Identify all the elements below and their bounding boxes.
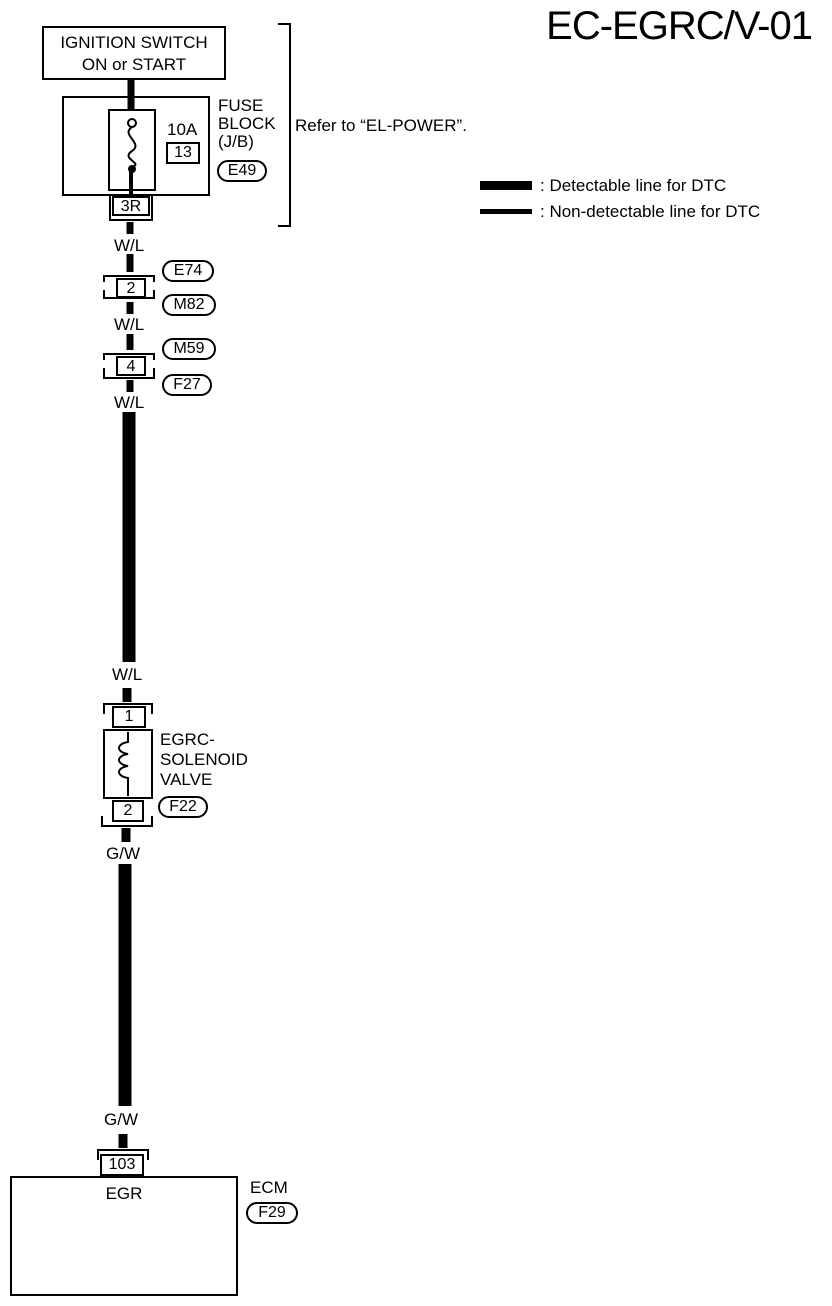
fuse-icon	[127, 126, 137, 168]
power-bracket	[278, 23, 291, 227]
connector-a-top-badge: E74	[162, 260, 214, 282]
solenoid-label-line2: SOLENOID	[160, 750, 248, 769]
fuse-rating: 10A	[167, 120, 198, 139]
connector-b-pin: 4	[116, 356, 146, 376]
fuse-label-line3: (J/B)	[218, 132, 254, 151]
fuse-terminal: 3R	[112, 196, 150, 216]
ecm-terminal-label: EGR	[105, 1184, 143, 1203]
ecm-pin: 103	[100, 1154, 144, 1176]
fuse-label-line1: FUSE	[218, 96, 264, 115]
solenoid-coil-icon	[118, 732, 129, 796]
connector-b-bottom-badge: F27	[162, 374, 212, 396]
ecm-box: EGR	[10, 1176, 238, 1296]
legend-swatch-nondetectable	[480, 209, 532, 214]
legend-detectable-text: : Detectable line for DTC	[540, 176, 727, 195]
wire-color-label: W/L	[114, 393, 145, 412]
connector-a-pin: 2	[116, 278, 146, 298]
ecm-connector-badge: F29	[246, 1202, 298, 1224]
wire-color-label: W/L	[112, 665, 143, 684]
wire-color-label: W/L	[114, 315, 145, 334]
ignition-switch-line1: IGNITION SWITCH	[60, 33, 208, 52]
connector-a-bottom-badge: M82	[162, 294, 216, 316]
wire-color-label: G/W	[106, 844, 140, 863]
ignition-switch-line2: ON or START	[81, 55, 187, 74]
ignition-switch-box: IGNITION SWITCH ON or START	[42, 26, 226, 80]
solenoid-label-line3: VALVE	[160, 770, 213, 789]
solenoid-pin-bottom: 2	[112, 800, 144, 822]
fuse-label-line2: BLOCK	[218, 114, 276, 133]
wire-color-label: G/W	[104, 1110, 138, 1129]
wire-color-label: W/L	[114, 236, 145, 255]
legend-swatch-detectable	[480, 181, 532, 190]
fuse-connector-badge: E49	[217, 160, 267, 182]
fuse-block-box	[62, 96, 210, 196]
fuse-refer-text: Refer to “EL-POWER”.	[295, 116, 467, 135]
solenoid-pin-top: 1	[112, 706, 146, 728]
solenoid-label-line1: EGRC-	[160, 730, 215, 749]
connector-b-top-badge: M59	[162, 338, 216, 360]
solenoid-connector-badge: F22	[158, 796, 208, 818]
fuse-number: 13	[166, 142, 200, 164]
page-title: EC-EGRC/V-01	[546, 4, 813, 48]
ecm-label: ECM	[250, 1178, 288, 1197]
legend-nondetectable-text: : Non-detectable line for DTC	[540, 202, 761, 221]
